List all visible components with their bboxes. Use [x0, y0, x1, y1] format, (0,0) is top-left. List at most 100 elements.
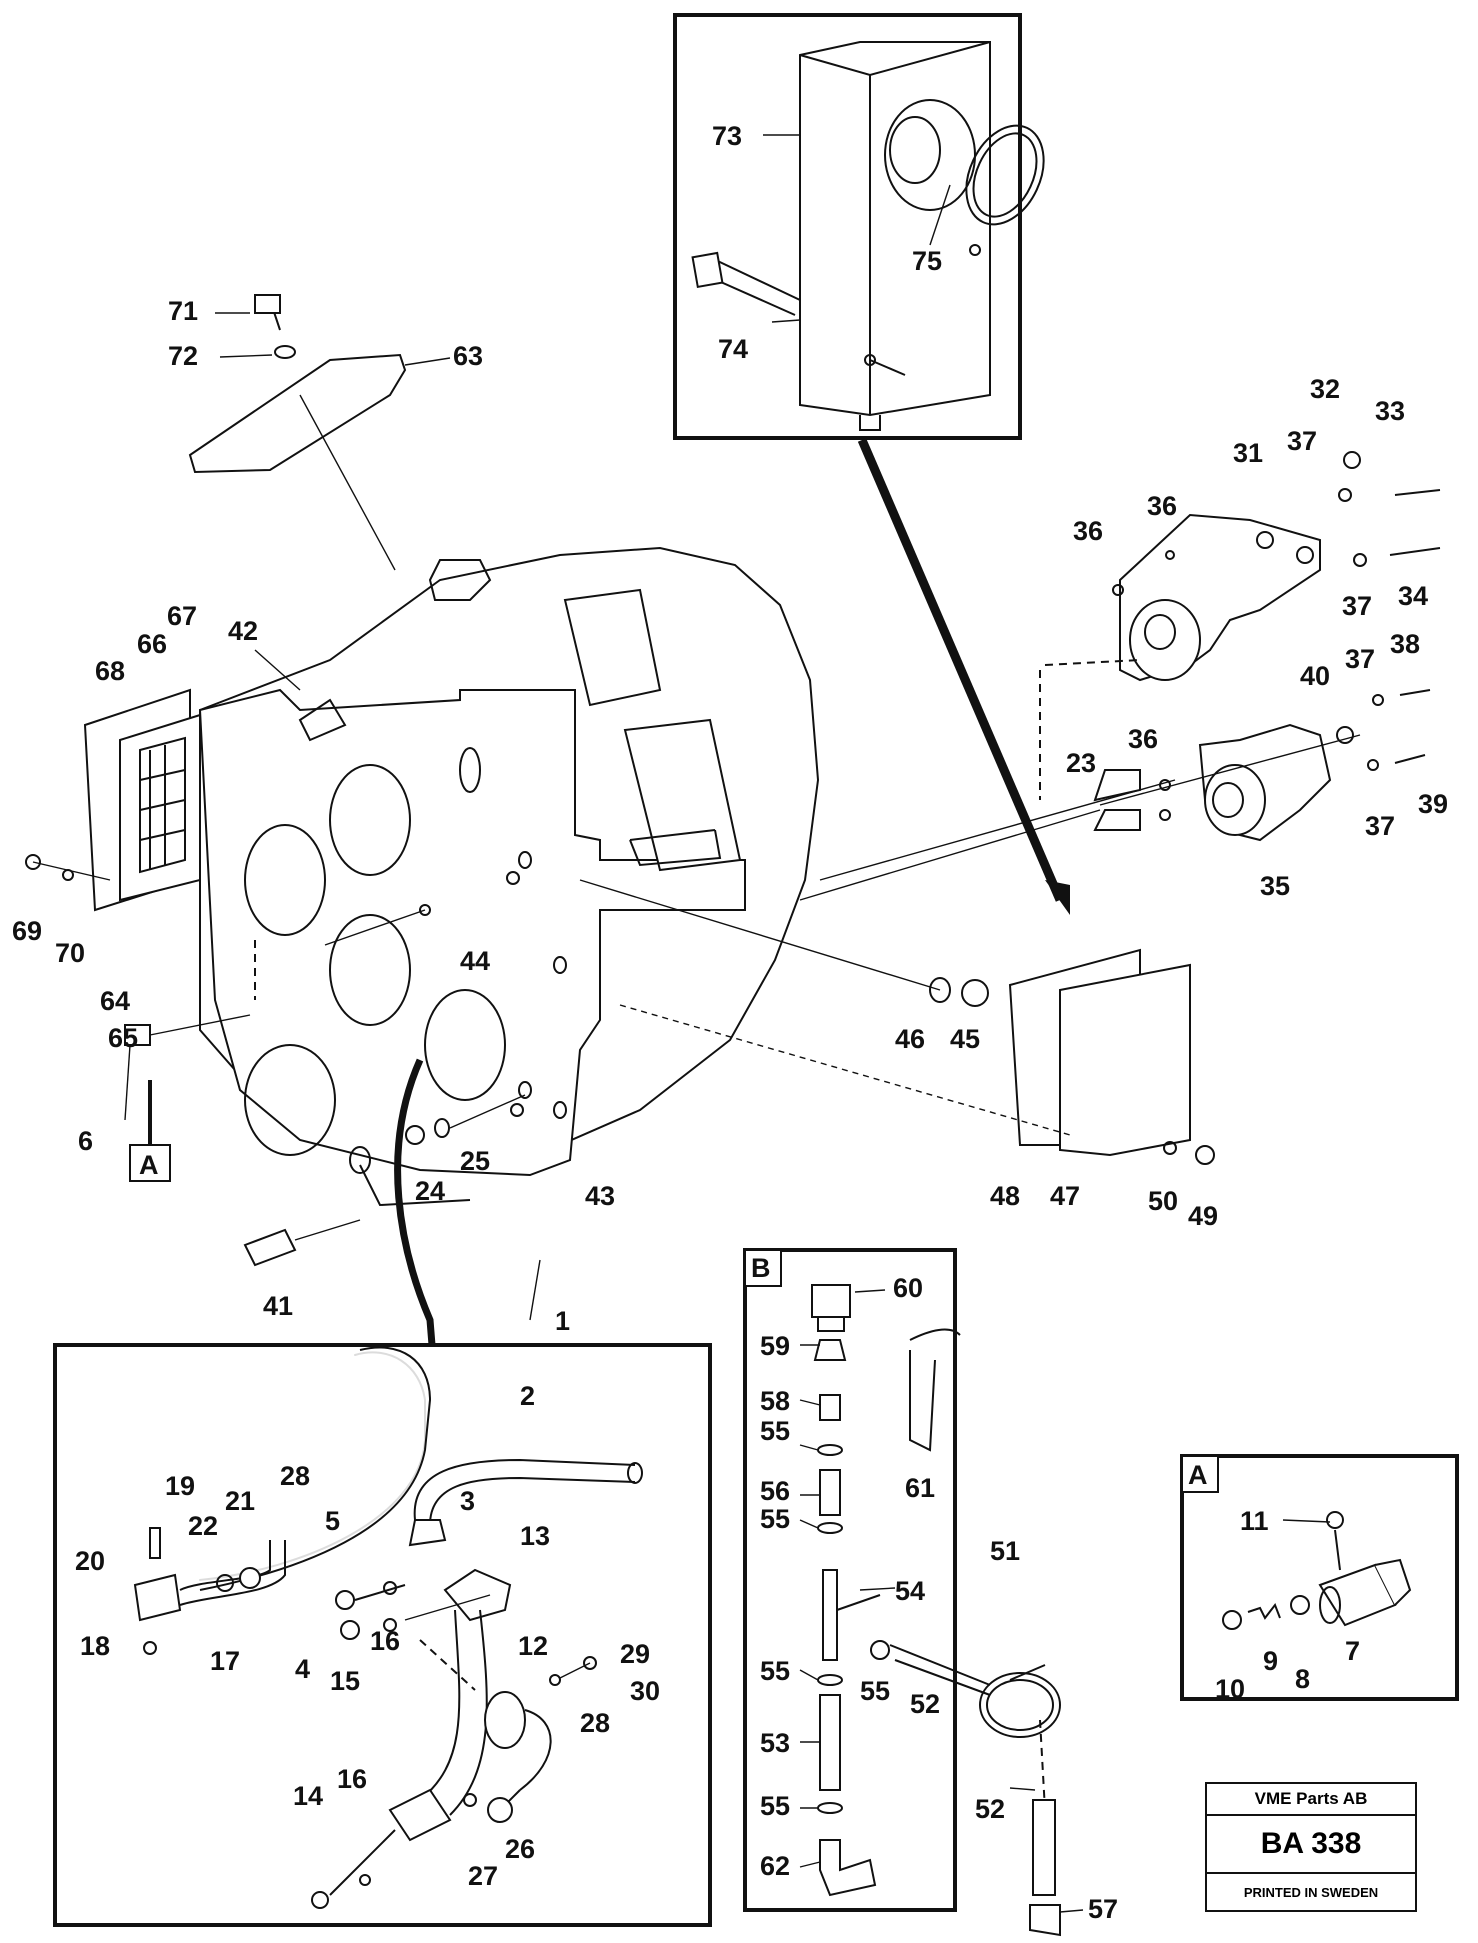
part-label: 35: [1260, 871, 1290, 901]
part-label: 8: [1295, 1664, 1310, 1694]
part-label: 52: [910, 1689, 940, 1719]
hose-assembly: [811, 1284, 961, 1897]
part-label: 41: [263, 1291, 293, 1321]
part-label: 55: [760, 1791, 790, 1821]
part-label: 17: [210, 1646, 240, 1676]
part-label: 39: [1418, 789, 1448, 819]
part-label: 36: [1128, 724, 1158, 754]
part-label: 22: [188, 1511, 218, 1541]
inset-frame-a: [1180, 1454, 1459, 1701]
drawing-code: BA 338: [1207, 1816, 1415, 1874]
inset-b-tag: [744, 1249, 782, 1287]
callout-a-tag: [129, 1144, 171, 1182]
label-leaders: [124, 134, 1331, 1913]
part-label: 4: [295, 1654, 310, 1684]
part-label: 47: [1050, 1181, 1080, 1211]
part-label: 64: [100, 986, 130, 1016]
part-label: 71: [168, 296, 198, 326]
part-label: 23: [1066, 748, 1096, 778]
gasket-63-drawing: [188, 353, 407, 474]
part-label: 30: [630, 1676, 660, 1706]
part-label: 37: [1342, 591, 1372, 621]
part-label: 56: [760, 1476, 790, 1506]
cover-plates-left: [83, 688, 201, 912]
part-label: 70: [55, 938, 85, 968]
part-label: 58: [760, 1386, 790, 1416]
part-label: 54: [895, 1576, 925, 1606]
part-label: 3: [460, 1486, 475, 1516]
part-label: 62: [760, 1851, 790, 1881]
part-label: 55: [760, 1504, 790, 1534]
inset-frame-b: [743, 1248, 957, 1912]
valve-assembly: [1222, 1511, 1412, 1630]
part-label: 46: [895, 1024, 925, 1054]
part-label: 21: [225, 1486, 255, 1516]
inset-frame-top: [673, 13, 1022, 440]
part-label: 63: [453, 341, 483, 371]
part-label: 53: [760, 1728, 790, 1758]
part-label: 1: [555, 1306, 570, 1336]
part-label: 33: [1375, 396, 1405, 426]
part-label: 5: [325, 1506, 340, 1536]
part-label: 42: [228, 616, 258, 646]
part-label: 25: [460, 1146, 490, 1176]
part-label: 36: [1147, 491, 1177, 521]
part-label: 10: [1215, 1674, 1245, 1704]
part-label: 38: [1390, 629, 1420, 659]
flywheel-housing-drawing: [198, 546, 820, 1207]
part-label: 26: [505, 1834, 535, 1864]
part-label: 43: [585, 1181, 615, 1211]
arrowhead: [1045, 880, 1070, 915]
flange-31: [1119, 513, 1321, 682]
part-label: 44: [460, 946, 490, 976]
cover-plates-right: [1008, 948, 1191, 1157]
inset-pointer-bottom: [394, 1058, 436, 1346]
part-label: 9: [1263, 1646, 1278, 1676]
mounting-block-drawing: [691, 41, 1045, 431]
part-label: 55: [760, 1416, 790, 1446]
part-label: 68: [95, 656, 125, 686]
part-label: 49: [1188, 1201, 1218, 1231]
part-label: 16: [370, 1626, 400, 1656]
part-label: 48: [990, 1181, 1020, 1211]
title-block: VME Parts AB BA 338 PRINTED IN SWEDEN: [1205, 1782, 1417, 1912]
printed-note: PRINTED IN SWEDEN: [1243, 1885, 1379, 1900]
part-label: 74: [718, 334, 748, 364]
part-label: 2: [520, 1381, 535, 1411]
part-label: 55: [760, 1656, 790, 1686]
flange-35: [1198, 723, 1354, 842]
part-label: 24: [415, 1176, 445, 1206]
part-label: 7: [1345, 1636, 1360, 1666]
part-label: 29: [620, 1639, 650, 1669]
part-label: 14: [293, 1781, 323, 1811]
part-label: 36: [1073, 516, 1103, 546]
inset-a-label: A: [1188, 1460, 1208, 1490]
part-label: 66: [137, 629, 167, 659]
part-label: 75: [912, 246, 942, 276]
part-label: 37: [1287, 426, 1317, 456]
part-label: 27: [468, 1861, 498, 1891]
part-label: 72: [168, 341, 198, 371]
part-label: 67: [167, 601, 197, 631]
part-label: 60: [893, 1273, 923, 1303]
part-label: 28: [580, 1708, 610, 1738]
part-label: 34: [1398, 581, 1428, 611]
part-label: 16: [337, 1764, 367, 1794]
part-label: 51: [990, 1536, 1020, 1566]
part-label: 65: [108, 1023, 138, 1053]
part-label: 59: [760, 1331, 790, 1361]
inset-a-tag: [1181, 1455, 1219, 1493]
part-label: 31: [1233, 438, 1263, 468]
hose-52: [870, 1640, 1061, 1937]
part-label: 28: [280, 1461, 310, 1491]
part-label: 20: [75, 1546, 105, 1576]
callout-a-label: A: [139, 1150, 159, 1180]
part-label: 37: [1345, 644, 1375, 674]
part-label: 32: [1310, 374, 1340, 404]
part-label: 52: [975, 1794, 1005, 1824]
part-label: 18: [80, 1631, 110, 1661]
part-label: 45: [950, 1024, 980, 1054]
part-label: 50: [1148, 1186, 1178, 1216]
part-label: 40: [1300, 661, 1330, 691]
